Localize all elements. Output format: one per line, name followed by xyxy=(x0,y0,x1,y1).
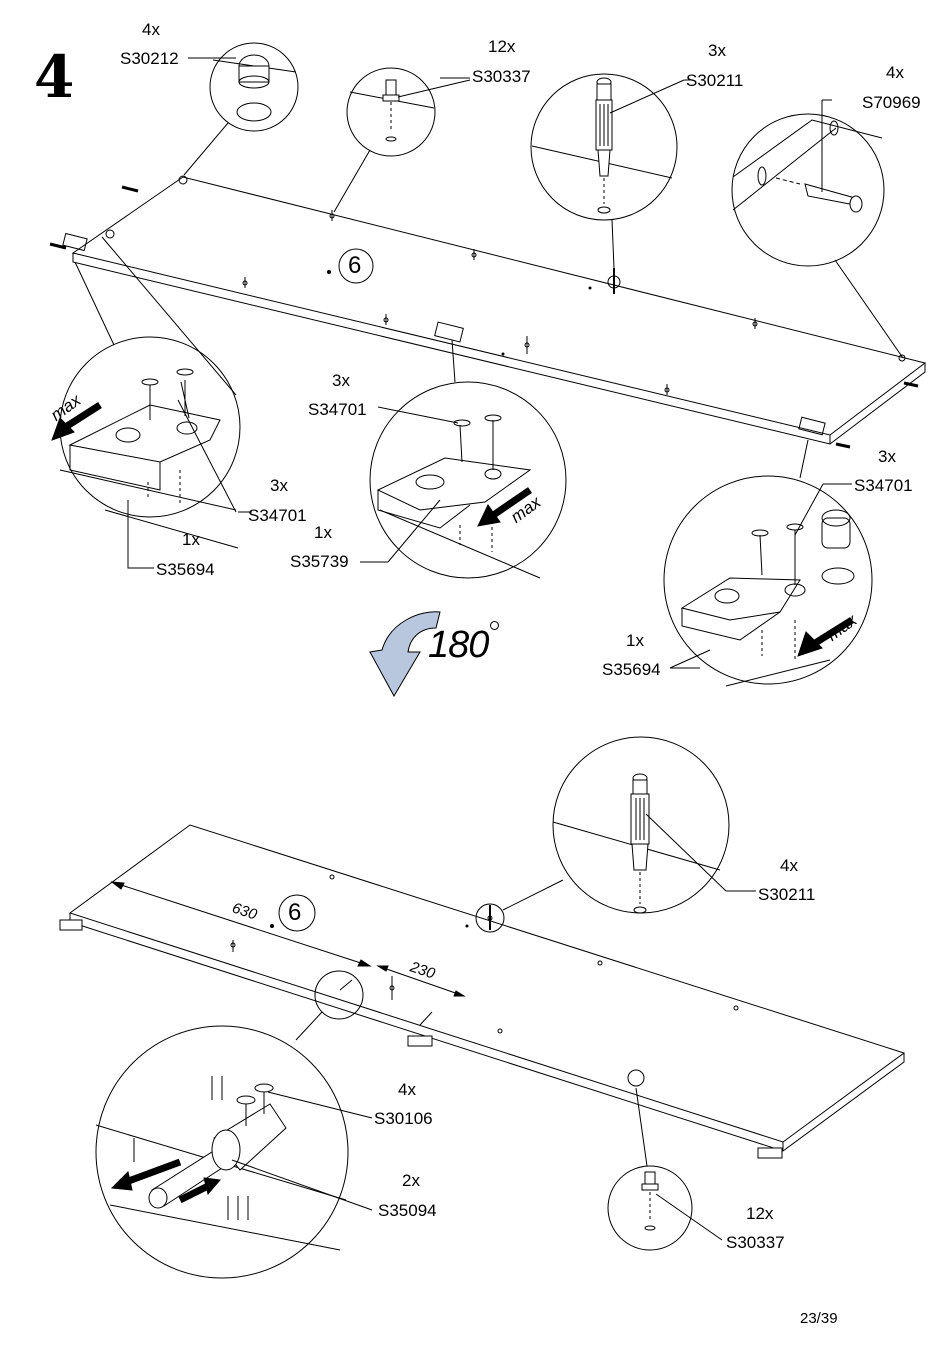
qty-s35094: 2x xyxy=(402,1171,420,1190)
panel-number: 6 xyxy=(348,252,362,279)
top-panel-board xyxy=(49,175,927,449)
code-s70969: S70969 xyxy=(862,93,921,112)
code-s34701-middle: S34701 xyxy=(308,400,367,419)
detail-circle-bottom-right xyxy=(663,439,873,687)
code-s34701-left: S34701 xyxy=(248,506,307,525)
code-s35694-right: S35694 xyxy=(602,660,661,679)
qty-s30211-top: 3x xyxy=(708,41,726,60)
detail-circle-s30211-bottom xyxy=(475,736,756,933)
code-s35094: S35094 xyxy=(378,1201,437,1220)
degree-symbol xyxy=(490,621,499,630)
detail-circle-s30337-top xyxy=(333,67,471,213)
qty-s35694-left: 1x xyxy=(182,530,200,549)
code-s30337-bottom: S30337 xyxy=(726,1233,785,1252)
qty-s34701-right: 3x xyxy=(878,447,896,466)
qty-s70969: 4x xyxy=(886,63,904,82)
detail-circle-s35094 xyxy=(95,970,373,1279)
qty-s30337-top: 12x xyxy=(488,37,516,56)
code-s30212: S30212 xyxy=(120,49,179,68)
bottom-panel-board xyxy=(59,824,906,1159)
code-s30106: S30106 xyxy=(374,1109,433,1128)
panel-id-circle-bottom xyxy=(278,894,316,932)
rotate-arrow xyxy=(369,611,441,698)
qty-s35694-right: 1x xyxy=(626,631,644,650)
qty-s35739: 1x xyxy=(314,523,332,542)
qty-s34701-left: 3x xyxy=(270,476,288,495)
board-fittings xyxy=(62,175,906,436)
detail-circle-s30337-bottom xyxy=(607,1069,723,1251)
detail-circle-s30211-top xyxy=(530,73,685,269)
code-s30211-top: S30211 xyxy=(686,71,744,90)
detail-circle-s70969 xyxy=(731,99,904,359)
panel-id-circle xyxy=(338,248,374,284)
leader-lines xyxy=(128,77,700,669)
step-number: 4 xyxy=(34,43,75,111)
qty-s30212: 4x xyxy=(142,20,160,39)
code-s35694-left: S35694 xyxy=(156,560,215,579)
code-s35739: S35739 xyxy=(290,552,349,571)
detail-circle-bottom-left xyxy=(51,236,241,569)
detail-circle-s30212 xyxy=(183,42,299,176)
panel-number-bottom: 6 xyxy=(288,899,302,926)
qty-s30211-bottom: 4x xyxy=(780,856,798,875)
detail-circle-bottom-middle xyxy=(360,339,567,579)
rotation-label: 180 xyxy=(428,624,489,666)
code-s34701-right: S34701 xyxy=(854,476,913,495)
qty-s30337-bottom: 12x xyxy=(746,1204,774,1223)
code-s30337-top: S30337 xyxy=(472,67,531,86)
page-number: 23/39 xyxy=(800,1310,838,1327)
code-s30211-bottom: S30211 xyxy=(758,885,816,904)
qty-s34701-middle: 3x xyxy=(332,371,350,390)
qty-s30106: 4x xyxy=(398,1080,416,1099)
